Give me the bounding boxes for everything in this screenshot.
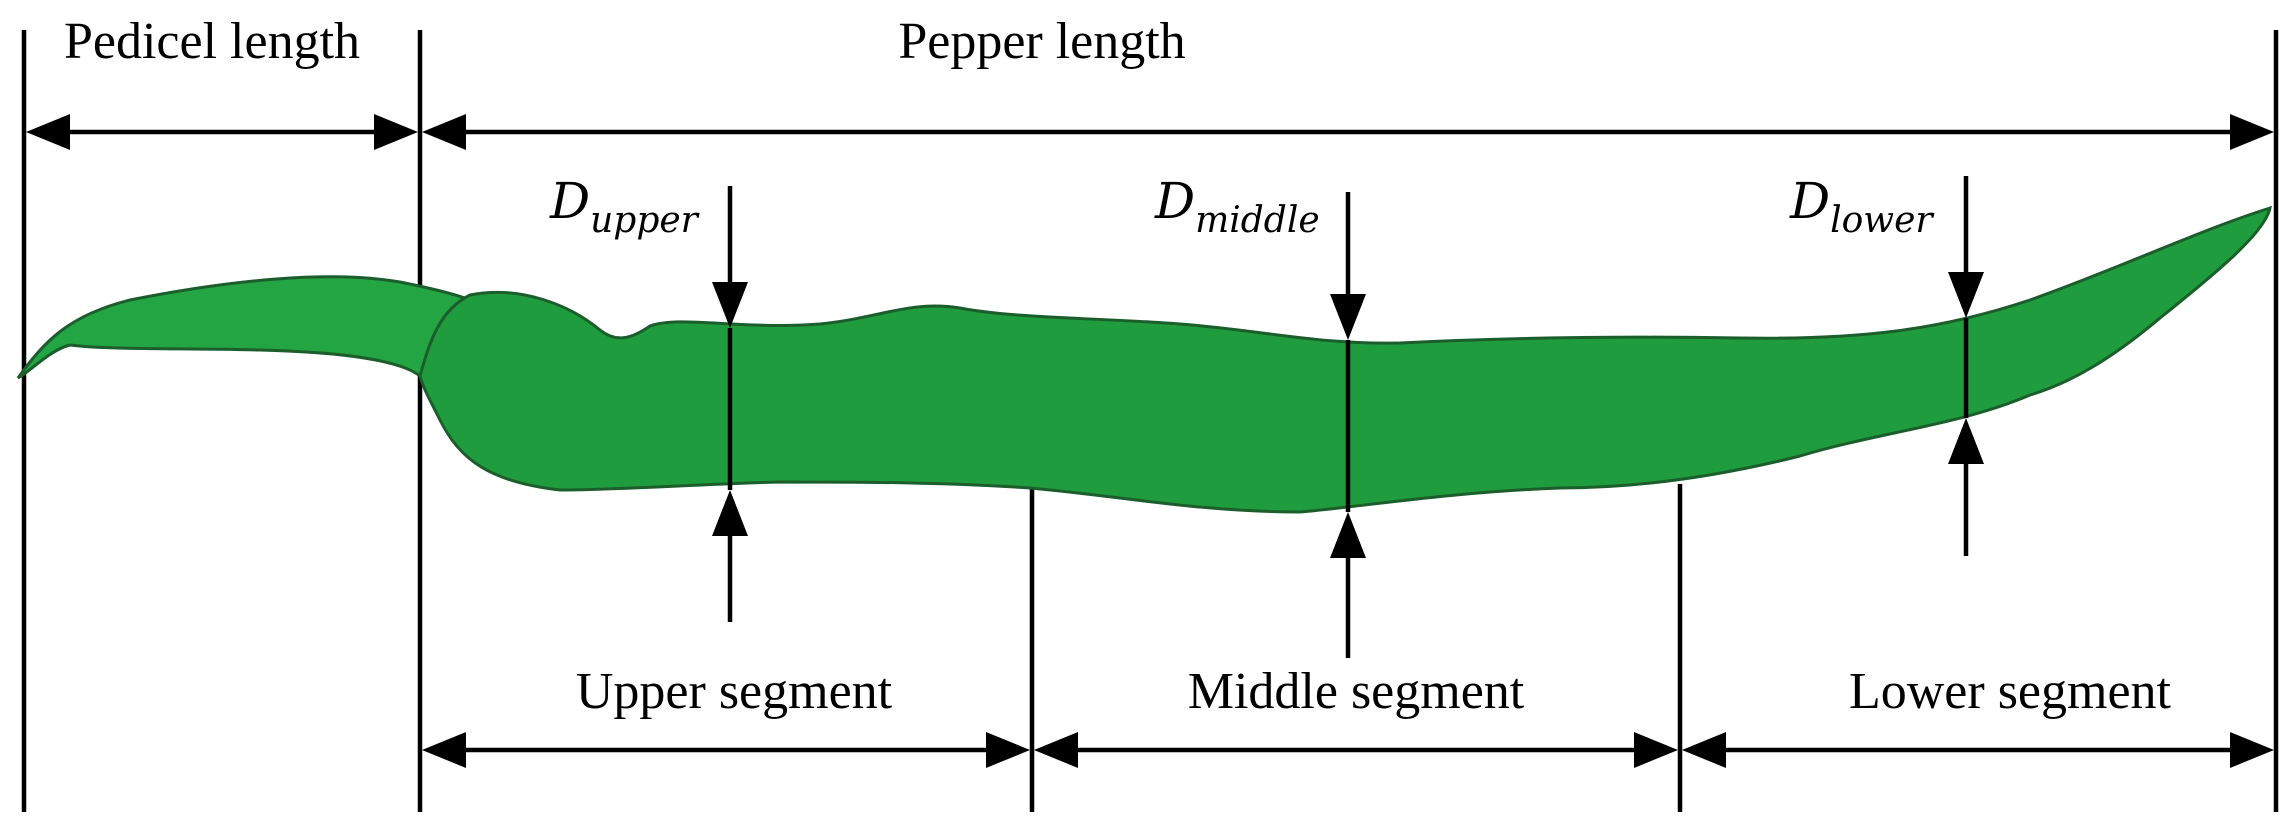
middle-segment-arrowhead-left bbox=[1034, 732, 1078, 768]
d-lower-top-arrowhead bbox=[1948, 272, 1984, 318]
d-middle-label: Dmiddle bbox=[1154, 172, 1320, 241]
middle-segment-arrowhead-right bbox=[1634, 732, 1678, 768]
upper-segment-label: Upper segment bbox=[576, 663, 893, 720]
d-upper-symbol: D bbox=[549, 172, 590, 230]
middle-segment-label: Middle segment bbox=[1188, 663, 1525, 720]
pepper-length-arrowhead-right bbox=[2230, 114, 2274, 150]
d-middle-top-arrowhead bbox=[1330, 294, 1366, 340]
d-middle-symbol: D bbox=[1154, 172, 1195, 230]
d-upper-subscript: upper bbox=[590, 200, 700, 241]
d-lower-label: Dlower bbox=[1789, 172, 1934, 241]
pepper-length-arrowhead-left bbox=[422, 114, 466, 150]
lower-segment-arrowhead-right bbox=[2230, 732, 2274, 768]
pepper-body-shape bbox=[418, 205, 2272, 514]
pedicel-shape bbox=[16, 275, 473, 380]
d-middle-bottom-arrowhead bbox=[1330, 512, 1366, 558]
lower-segment-arrowhead-left bbox=[1682, 732, 1726, 768]
d-upper-label: Dupper bbox=[549, 172, 700, 241]
d-lower-subscript: lower bbox=[1830, 200, 1934, 241]
pepper-length-label: Pepper length bbox=[898, 13, 1185, 70]
lower-segment-label: Lower segment bbox=[1849, 663, 2172, 720]
d-lower-symbol: D bbox=[1789, 172, 1830, 230]
d-upper-top-arrowhead bbox=[712, 282, 748, 328]
d-lower-bottom-arrowhead bbox=[1948, 418, 1984, 464]
pedicel-length-arrowhead-left bbox=[26, 114, 70, 150]
upper-segment-arrowhead-left bbox=[422, 732, 466, 768]
d-upper-bottom-arrowhead bbox=[712, 490, 748, 536]
d-middle-subscript: middle bbox=[1195, 200, 1320, 241]
upper-segment-arrowhead-right bbox=[986, 732, 1030, 768]
pedicel-length-arrowhead-right bbox=[374, 114, 418, 150]
pedicel-length-label: Pedicel length bbox=[64, 13, 360, 70]
